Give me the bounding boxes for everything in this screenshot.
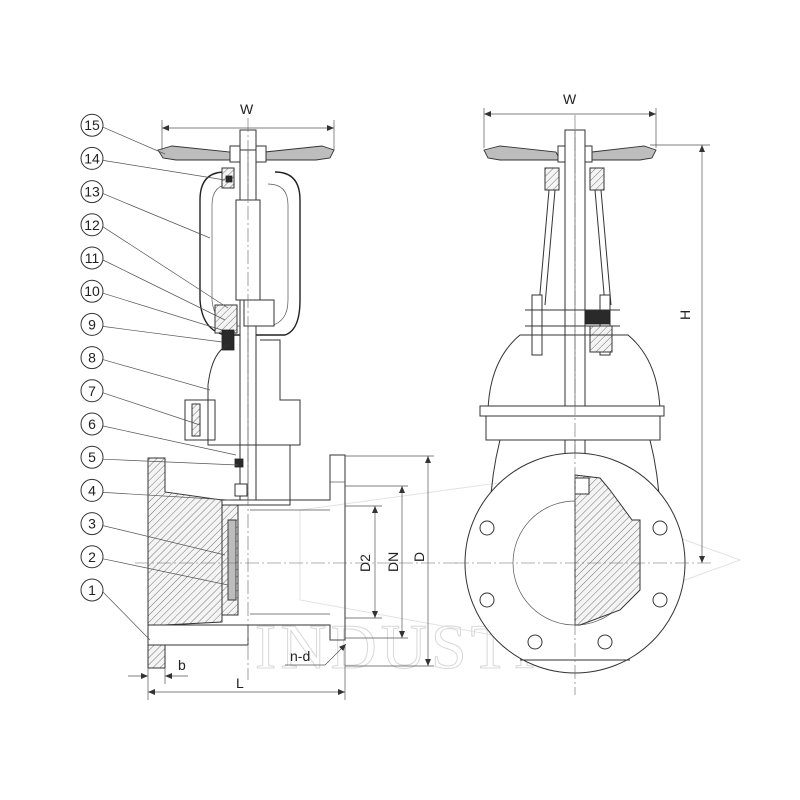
- callout-leader-14: [102, 160, 226, 181]
- callout-number-10: 10: [84, 283, 100, 299]
- callout-leader-11: [102, 259, 226, 321]
- callout-bubble-13: [80, 180, 104, 204]
- callout-number-14: 14: [84, 150, 100, 166]
- callout-leader-13: [102, 193, 211, 239]
- callout-number-5: 5: [88, 449, 96, 465]
- left-view: [135, 118, 460, 680]
- dim-w-right: W: [563, 91, 577, 107]
- callout-leader-10: [102, 292, 223, 331]
- callout-number-12: 12: [84, 217, 100, 233]
- callout-number-8: 8: [88, 350, 96, 366]
- dims-left: W L b n-d D2 DN D: [128, 101, 434, 700]
- callout-number-13: 13: [84, 184, 100, 200]
- callout-leader-1: [102, 591, 151, 641]
- callout-leader-6: [102, 425, 237, 456]
- dim-b: b: [178, 657, 186, 673]
- dim-w-left: W: [240, 101, 254, 117]
- callout-number-3: 3: [88, 516, 96, 532]
- right-view: [455, 115, 712, 695]
- callout-number-4: 4: [88, 482, 96, 498]
- dim-dn: DN: [385, 552, 401, 572]
- callout-number-7: 7: [88, 383, 96, 399]
- callout-bubble-9: [80, 312, 104, 336]
- callout-bubble-4: [80, 478, 104, 502]
- callout-bubble-8: [80, 346, 104, 370]
- callout-number-9: 9: [88, 316, 96, 332]
- callout-number-11: 11: [85, 250, 100, 266]
- dim-d2: D2: [357, 554, 373, 572]
- dim-nd: n-d: [290, 648, 310, 664]
- callout-leader-12: [102, 226, 229, 309]
- callout-number-15: 15: [84, 117, 100, 133]
- dim-d: D: [411, 552, 427, 562]
- dim-l: L: [236, 675, 244, 691]
- callout-leader-15: [102, 126, 166, 155]
- dims-right: W H: [483, 91, 710, 563]
- callout-bubble-2: [80, 545, 104, 569]
- callout-leader-8: [102, 359, 211, 391]
- dim-h: H: [677, 310, 693, 320]
- callout-leader-9: [102, 326, 223, 343]
- callout-bubble-10: [80, 279, 104, 303]
- callout-bubble-11: [80, 246, 104, 270]
- callout-bubble-5: [80, 445, 104, 469]
- callout-bubble-15: [80, 113, 104, 137]
- callout-bubble-3: [80, 512, 104, 536]
- callout-number-1: 1: [88, 582, 96, 598]
- callout-leader-2: [102, 558, 229, 586]
- callout-bubble-6: [80, 412, 104, 436]
- callout-leader-5: [102, 458, 239, 466]
- callout-number-2: 2: [88, 549, 96, 565]
- callout-bubble-7: [80, 379, 104, 403]
- callout-number-6: 6: [88, 416, 96, 432]
- callout-bubble-14: [80, 146, 104, 170]
- callout-bubble-12: [80, 213, 104, 237]
- callout-leader-7: [102, 392, 201, 426]
- callout-leader-3: [102, 525, 226, 556]
- callout-leader-4: [102, 492, 231, 501]
- callout-bubble-1: [80, 578, 104, 602]
